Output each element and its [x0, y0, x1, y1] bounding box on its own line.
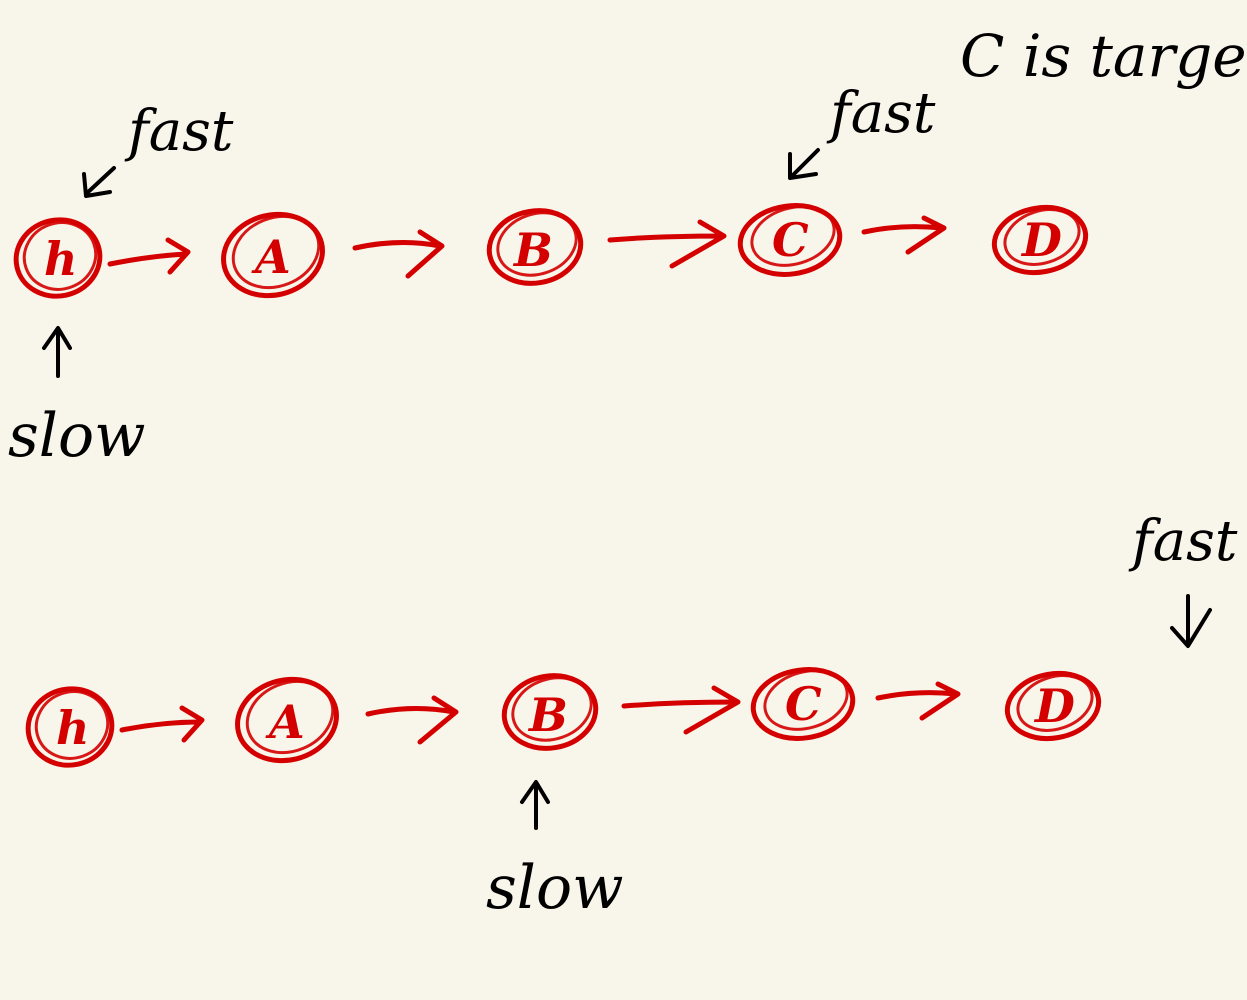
list-row-2: h A B C D [25, 509, 1238, 923]
link-arrow [861, 215, 947, 255]
list-row-1: h A B C D [8, 22, 1247, 471]
link-arrow [119, 705, 205, 743]
node-c-row2: C [750, 667, 856, 741]
node-c-row1: C [737, 203, 843, 277]
node-label: D [1033, 679, 1075, 733]
node-b-row1: B [486, 208, 584, 286]
node-label: A [265, 695, 305, 749]
link-arrow [352, 229, 445, 279]
down-arrow-icon [82, 166, 116, 198]
fast-pointer-at-c-row1: fast [788, 81, 936, 180]
node-b-row2: B [501, 673, 599, 751]
down-arrow-icon [1170, 594, 1212, 648]
slow-label: slow [486, 853, 623, 923]
node-label: h [44, 232, 77, 286]
link-arrow [607, 219, 727, 269]
node-label: B [527, 688, 568, 742]
node-h-row1: h [13, 217, 103, 299]
link-arrow [365, 695, 459, 745]
node-h-row2: h [25, 686, 115, 768]
fast-pointer-row2: fast [1128, 509, 1238, 648]
fast-label: fast [1128, 509, 1238, 574]
slow-pointer-row2: slow [486, 780, 623, 923]
node-d-row2: D [1004, 670, 1102, 742]
node-label: A [251, 230, 291, 284]
fast-pointer-row1: fast [82, 99, 234, 198]
down-arrow-icon [788, 148, 820, 180]
slow-label: slow [8, 401, 145, 471]
node-d-row1: D [991, 204, 1089, 276]
node-label: C [772, 213, 809, 267]
fast-label: fast [826, 81, 936, 146]
link-arrow [621, 685, 741, 735]
link-arrow [107, 237, 191, 275]
target-annotation: C is target [960, 22, 1247, 90]
fast-label: fast [124, 99, 234, 164]
node-label: B [512, 223, 553, 277]
node-label: C [785, 677, 822, 731]
node-label: h [56, 701, 89, 755]
node-a-row1: A [221, 211, 325, 299]
slow-pointer-row1: slow [8, 326, 145, 471]
link-arrow [875, 681, 961, 721]
node-a-row2: A [235, 676, 339, 764]
up-arrow-icon [42, 326, 72, 378]
up-arrow-icon [520, 780, 550, 830]
node-label: D [1020, 213, 1062, 267]
